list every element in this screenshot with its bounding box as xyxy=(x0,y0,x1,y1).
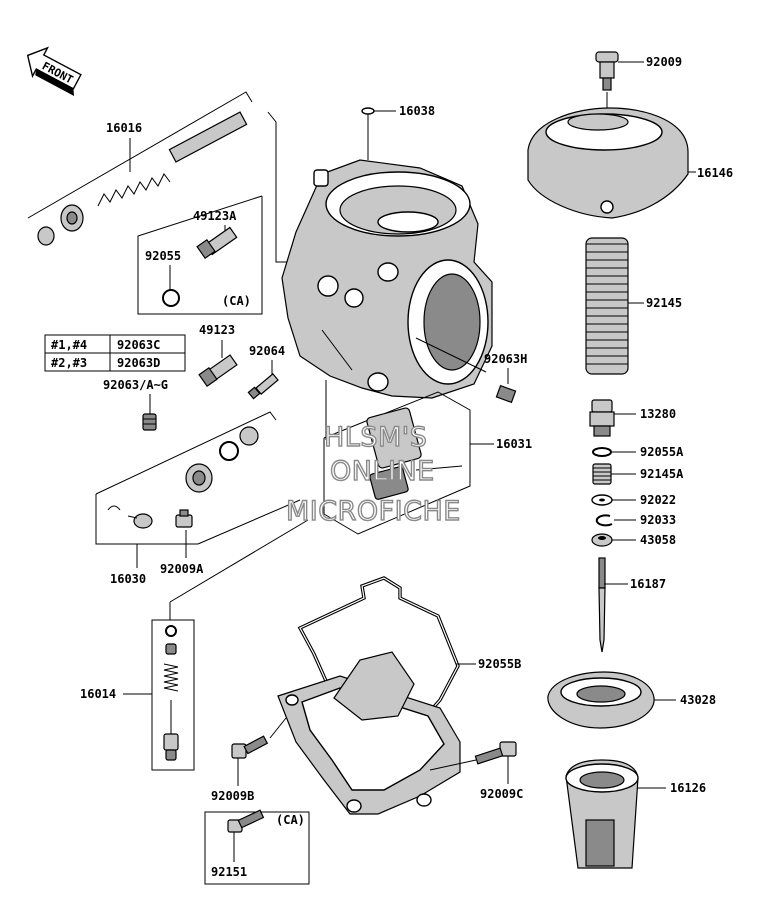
group-92151: (CA) 92151 xyxy=(204,809,310,885)
nut-part xyxy=(60,204,84,232)
jet-92064 xyxy=(247,373,279,400)
label-16146: 16146 xyxy=(697,166,733,180)
label-16126: 16126 xyxy=(670,781,706,795)
part-13280 xyxy=(589,399,615,437)
spring-92145 xyxy=(585,237,629,375)
spring-92145A xyxy=(592,463,612,485)
table-cyl-1: #1,#4 xyxy=(51,338,87,352)
label-92009A: 92009A xyxy=(160,562,204,576)
table-part-2: 92063D xyxy=(117,356,160,370)
clip-92033 xyxy=(595,514,613,527)
label-92055: 92055 xyxy=(145,249,181,263)
table-cyl-2: #2,#3 xyxy=(51,356,87,370)
needle-16187 xyxy=(598,557,606,653)
label-92009: 92009 xyxy=(646,55,682,69)
cap-16030 xyxy=(239,426,259,446)
float-bowl xyxy=(277,651,461,815)
ca-label-2: (CA) xyxy=(276,813,305,827)
label-92009C: 92009C xyxy=(480,787,523,801)
group-49123A: 49123A 92055 (CA) xyxy=(137,195,263,315)
screw-16030 xyxy=(127,513,153,529)
group-16014: 16014 xyxy=(80,519,309,771)
o-ring-92055 xyxy=(162,289,180,307)
valve-16030 xyxy=(185,463,213,493)
float-16031 xyxy=(366,407,463,500)
spring-part xyxy=(97,173,171,207)
label-16031: 16031 xyxy=(496,437,532,451)
label-49123: 49123 xyxy=(199,323,235,337)
label-92063H: 92063H xyxy=(484,352,527,366)
label-92055A: 92055A xyxy=(640,445,684,459)
label-16038: 16038 xyxy=(399,104,435,118)
group-16016: 16016 xyxy=(27,91,300,263)
pin-16014 xyxy=(165,643,177,655)
screw-49123 xyxy=(198,354,238,388)
watermark-line-3: MICROFICHE xyxy=(286,496,461,527)
label-92064: 92064 xyxy=(249,344,285,358)
label-92151: 92151 xyxy=(211,865,247,879)
label-49123A: 49123A xyxy=(193,209,237,223)
label-92022: 92022 xyxy=(640,493,676,507)
label-92063AG: 92063/A~G xyxy=(103,378,168,392)
label-92009B: 92009B xyxy=(211,789,254,803)
ca-label-1: (CA) xyxy=(222,294,251,308)
screw-92009 xyxy=(595,51,619,91)
jet-92063 xyxy=(142,413,157,431)
o-ring-16014 xyxy=(165,625,177,637)
piston-16126 xyxy=(565,759,639,869)
bolt-92009A xyxy=(175,509,193,528)
watermark-line-1: HLSM'S xyxy=(324,422,427,453)
bolt-92009C xyxy=(474,741,517,765)
table-part-1: 92063C xyxy=(117,338,160,352)
label-92033: 92033 xyxy=(640,513,676,527)
label-16014: 16014 xyxy=(80,687,116,701)
label-13280: 13280 xyxy=(640,407,676,421)
o-ring-16038 xyxy=(361,107,375,115)
label-16030: 16030 xyxy=(110,572,146,586)
watermark-line-2: ONLINE xyxy=(330,456,435,487)
plunger-part xyxy=(168,111,248,163)
spring-16014 xyxy=(163,663,179,692)
needle-16014 xyxy=(163,700,179,761)
o-ring-92055A xyxy=(592,447,612,457)
group-16030: 16030 92009A xyxy=(95,411,301,586)
front-arrow-icon: FRONT xyxy=(26,46,82,96)
cover-16146 xyxy=(527,107,689,219)
label-16016: 16016 xyxy=(106,121,142,135)
carburetor-body xyxy=(281,159,493,399)
watermark: HLSM'S ONLINE MICROFICHE xyxy=(285,421,461,527)
label-43058: 43058 xyxy=(640,533,676,547)
o-ring-16030 xyxy=(219,441,239,461)
cap-part xyxy=(37,226,55,246)
cylinder-table: #1,#4 92063C #2,#3 92063D xyxy=(44,334,186,372)
label-43028: 43028 xyxy=(680,693,716,707)
bolt-92009B xyxy=(231,735,269,759)
screw-92151 xyxy=(227,809,265,833)
label-92055B: 92055B xyxy=(478,657,521,671)
label-92145A: 92145A xyxy=(640,467,684,481)
collar-43058 xyxy=(591,533,613,547)
label-16187: 16187 xyxy=(630,577,666,591)
label-92145: 92145 xyxy=(646,296,682,310)
screw-49123A xyxy=(196,226,238,260)
group-16031: 16031 xyxy=(323,391,532,535)
jet-92063H xyxy=(495,384,517,404)
diaphragm-43028 xyxy=(547,671,655,729)
